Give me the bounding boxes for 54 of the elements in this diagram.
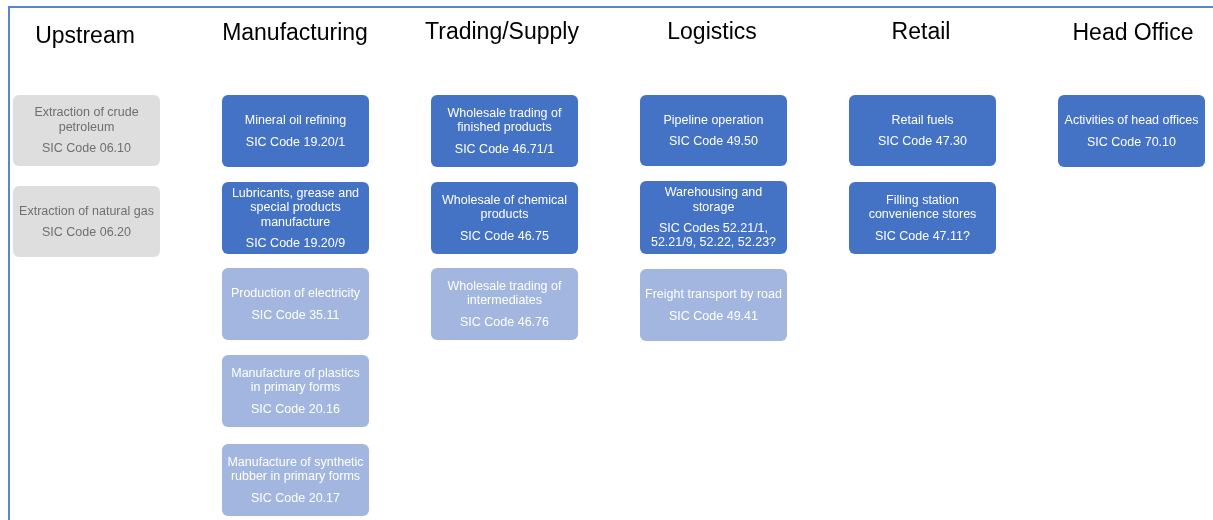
activity-name: Pipeline operation	[663, 112, 764, 127]
sic-code-text: SIC Code 20.17	[251, 490, 340, 506]
sic-code-box	[431, 182, 578, 254]
activity-name: Warehousing and storage	[663, 185, 764, 214]
sic-code-text: SIC Code 47.30	[878, 134, 967, 149]
activity-name: Extraction of natural gas	[19, 203, 154, 218]
activity-name: Extraction of crude petroleum	[33, 105, 140, 135]
sic-code-box	[640, 181, 787, 254]
sic-code-text: SIC Code 47.11?	[875, 228, 970, 244]
sic-code-text: SIC Code 20.16	[251, 401, 340, 417]
sic-code-box	[431, 95, 578, 167]
sic-code-text: SIC Code 19.20/1	[245, 134, 346, 149]
activity-name: Wholesale trading of intermediates	[446, 278, 563, 308]
sic-code-text: SIC Code 46.75	[460, 228, 549, 244]
activity-name: Retail fuels	[891, 112, 954, 127]
sic-code-box	[849, 95, 996, 166]
sic-code-box	[222, 182, 369, 254]
column-heading: Upstream	[35, 22, 135, 49]
activity-name: Mineral oil refining	[244, 113, 347, 128]
activity-name: Filling station convenience stores	[867, 192, 978, 222]
sic-code-text: SIC Code 06.10	[42, 141, 131, 156]
sic-code-box	[640, 269, 787, 341]
sic-code-box	[1058, 95, 1205, 167]
sic-code-text: SIC Code 49.50	[669, 134, 758, 149]
sic-code-box	[13, 186, 160, 257]
column-heading: Manufacturing	[222, 19, 368, 46]
sic-code-box	[222, 444, 369, 516]
sic-code-text: SIC Code 35.11	[251, 307, 340, 322]
activity-name: Production of electricity	[230, 286, 361, 301]
column-heading: Logistics	[667, 18, 757, 45]
sic-code-box	[431, 268, 578, 340]
sic-code-text: SIC Code 49.41	[669, 308, 758, 323]
sic-code-text: SIC Codes 52.21/1, 52.21/9, 52.22, 52.23?	[649, 221, 778, 250]
sic-code-box	[849, 182, 996, 254]
sic-code-box	[13, 95, 160, 166]
sic-code-text: SIC Code 70.10	[1087, 134, 1176, 149]
sic-code-box	[222, 95, 369, 167]
sic-code-box	[222, 268, 369, 340]
activity-name: Wholesale of chemical products	[440, 192, 569, 222]
sic-code-text: SIC Code 06.20	[42, 225, 131, 240]
activity-name: Manufacture of synthetic rubber in primary forms	[226, 454, 365, 484]
sic-code-text: SIC Code 46.71/1	[454, 141, 555, 157]
column-heading: Retail	[891, 18, 951, 45]
activity-name: Manufacture of plastics in primary forms	[230, 365, 361, 395]
sic-code-box	[222, 355, 369, 427]
sic-code-text: SIC Code 46.76	[460, 314, 549, 330]
sic-code-text: SIC Code 19.20/9	[245, 235, 346, 251]
column-heading: Head Office	[1072, 19, 1194, 46]
activity-name: Wholesale trading of finished products	[446, 105, 563, 135]
activity-name: Lubricants, grease and special products manufacture	[230, 185, 361, 229]
sic-code-box	[640, 95, 787, 166]
activity-name: Freight transport by road	[645, 287, 782, 302]
activity-name: Activities of head offices	[1064, 113, 1199, 128]
column-heading: Trading/Supply	[425, 18, 579, 45]
